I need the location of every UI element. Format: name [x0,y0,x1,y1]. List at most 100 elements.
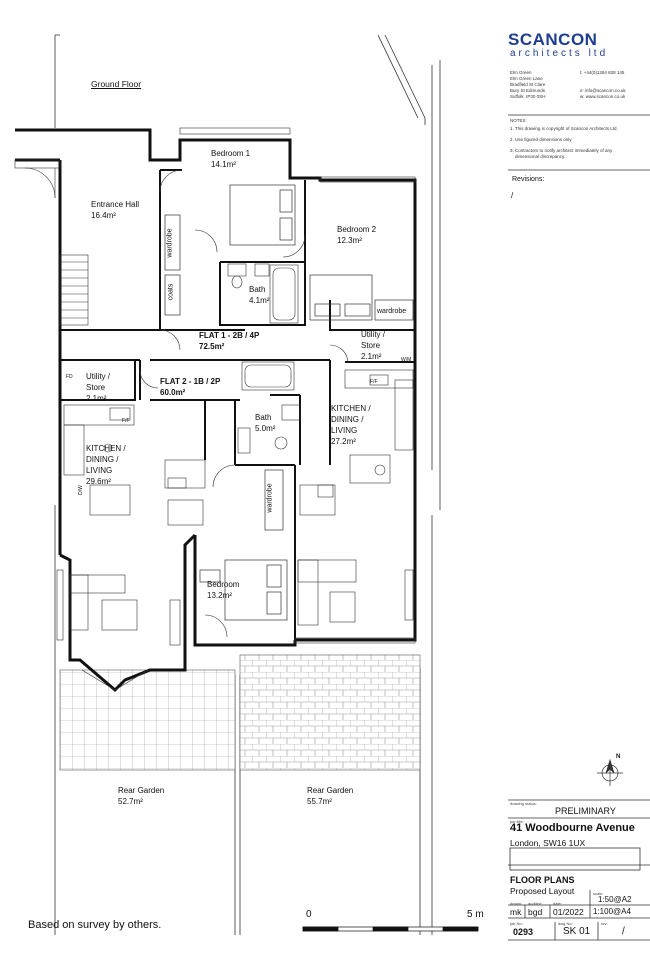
room-bath1-name: Bath [249,285,266,294]
scale-bar-end: 5 m [467,909,484,920]
revision-number: / [622,926,625,937]
company-logo: SCANCON [508,30,598,49]
scale-bar [302,926,479,932]
wardrobe-left-label: wardrobe [166,228,174,258]
storage-units [164,214,414,531]
windows [56,127,416,644]
doors [81,169,349,691]
rear-garden-right-area: 55.7m² [307,797,332,806]
rev-caption: rev: [601,921,608,926]
checked-by: bgd [528,907,543,917]
kitchen-left-line1: KITCHEN / [86,444,126,453]
flat2-area: 60.0m² [160,388,186,397]
drawing-date: 01/2022 [553,907,584,917]
room-entrance-hall-name: Entrance Hall [91,200,140,209]
utility-right-line2: Store [361,341,381,350]
flat2-label: FLAT 2 - 1B / 2P [160,377,221,386]
company-logo-subtitle: architects ltd [510,48,609,59]
scale-bar-start: 0 [306,909,312,920]
address-line-4: Bury St Edmunds [510,88,546,93]
utility-left-area: 2.1m² [86,394,107,403]
stairs [59,254,89,326]
drawing-number: SK 01 [563,926,591,937]
flat1-label: FLAT 1 - 2B / 4P [199,331,260,340]
kitchen-left-area: 29.6m² [86,477,111,486]
wm-label: W/M [401,357,412,363]
revisions-label: Revisions: [512,176,545,183]
beds [199,184,373,621]
coats-label: coats [167,283,175,301]
scale-caption: scale: [593,891,604,896]
front-porch [14,159,61,199]
wardrobe-mid-label: wardrobe [266,483,274,513]
note-3b: dimensional discrepancy. [510,154,566,159]
note-1: 1. This drawing is copyright of Scancon … [510,126,618,131]
revisions-value: / [511,191,514,200]
drawing-status: PRELIMINARY [555,806,616,816]
drawing-subtitle: Proposed Layout [510,886,575,896]
job-title: 41 Woodbourne Avenue [510,822,635,834]
kitchen-right-area: 27.2m² [331,437,356,446]
dw-label: D/W [77,485,84,495]
patio-left [59,669,236,771]
fd-label: FD [66,374,73,380]
rear-garden-left-area: 52.7m² [118,797,143,806]
notes-heading: NOTES: [510,118,527,123]
job-number: 0293 [513,927,534,937]
address-line-1: Elm Green [510,70,532,75]
room-bedroom2-name: Bedroom 2 [337,225,377,234]
utility-left-line2: Store [86,383,106,392]
contact-phone: t: +44(0)1284 828 145 [580,70,625,75]
wardrobe-right-label: wardrobe [377,308,407,315]
kitchen-left-line2: DINING / [86,455,119,464]
address-line-3: Bradfield St Clare [510,82,546,87]
note-2: 2. Use figured dimensions only. [510,137,573,142]
address-line-5: Suffolk IP30 0SH [510,94,546,99]
job-caption: job title: [510,819,524,824]
drawing-title: FLOOR PLANS [510,875,575,885]
room-bath2-name: Bath [255,413,272,422]
address-line-2: Elm Green Lane [510,76,543,81]
utility-right-area: 2.1m² [361,352,382,361]
room-bath1-area: 4.1m² [249,296,270,305]
rear-garden-right-name: Rear Garden [307,786,354,795]
jobno-caption: job No: [510,921,523,926]
utility-right-line1: Utility / [361,330,385,339]
north-label: N [616,754,621,760]
room-bedroom-name: Bedroom [207,580,240,589]
date-caption: date: [553,901,562,906]
scale-2: 1:100@A4 [593,907,631,916]
room-bedroom2-area: 12.3m² [337,236,362,245]
note-3: 3. Contractors to notify architect immed… [510,148,613,153]
drawn-by: mk [510,907,522,917]
room-bath2-area: 5.0m² [255,424,276,433]
checked-caption: audited: [528,901,543,906]
room-bedroom-area: 13.2m² [207,591,232,600]
kitchen-right-line1: KITCHEN / [331,404,371,413]
flat1-area: 72.5m² [199,342,225,351]
kitchen-right-line3: LIVING [331,426,358,435]
room-bedroom1-area: 14.1m² [211,160,236,169]
rear-garden-left-name: Rear Garden [118,786,165,795]
bathroom-fixtures [227,263,301,454]
drawn-caption: drawn: [510,901,523,906]
job-location: London, SW16 1UX [510,838,586,848]
survey-note: Based on survey by others. [28,919,162,931]
north-arrow [597,758,623,786]
kitchen-left-line3: LIVING [86,466,113,475]
dwgno-caption: dwg No: [558,921,573,926]
floor-label: Ground Floor [91,79,142,89]
ff-right-label: F/F [370,379,378,385]
kitchen-right-line2: DINING / [331,415,364,424]
room-bedroom1-name: Bedroom 1 [211,149,251,158]
ff-left-label: F/F [122,418,130,424]
scale-1: 1:50@A2 [598,895,632,904]
patio-right [239,654,421,771]
utility-left-line1: Utility / [86,372,110,381]
contact-web: w: www.scancon.co.uk [580,94,626,99]
status-caption: drawing status: [510,801,537,806]
kitchen-furniture [63,369,414,646]
room-entrance-hall-area: 16.4m² [91,211,116,220]
contact-email: e: info@scancon.co.uk [580,88,626,93]
